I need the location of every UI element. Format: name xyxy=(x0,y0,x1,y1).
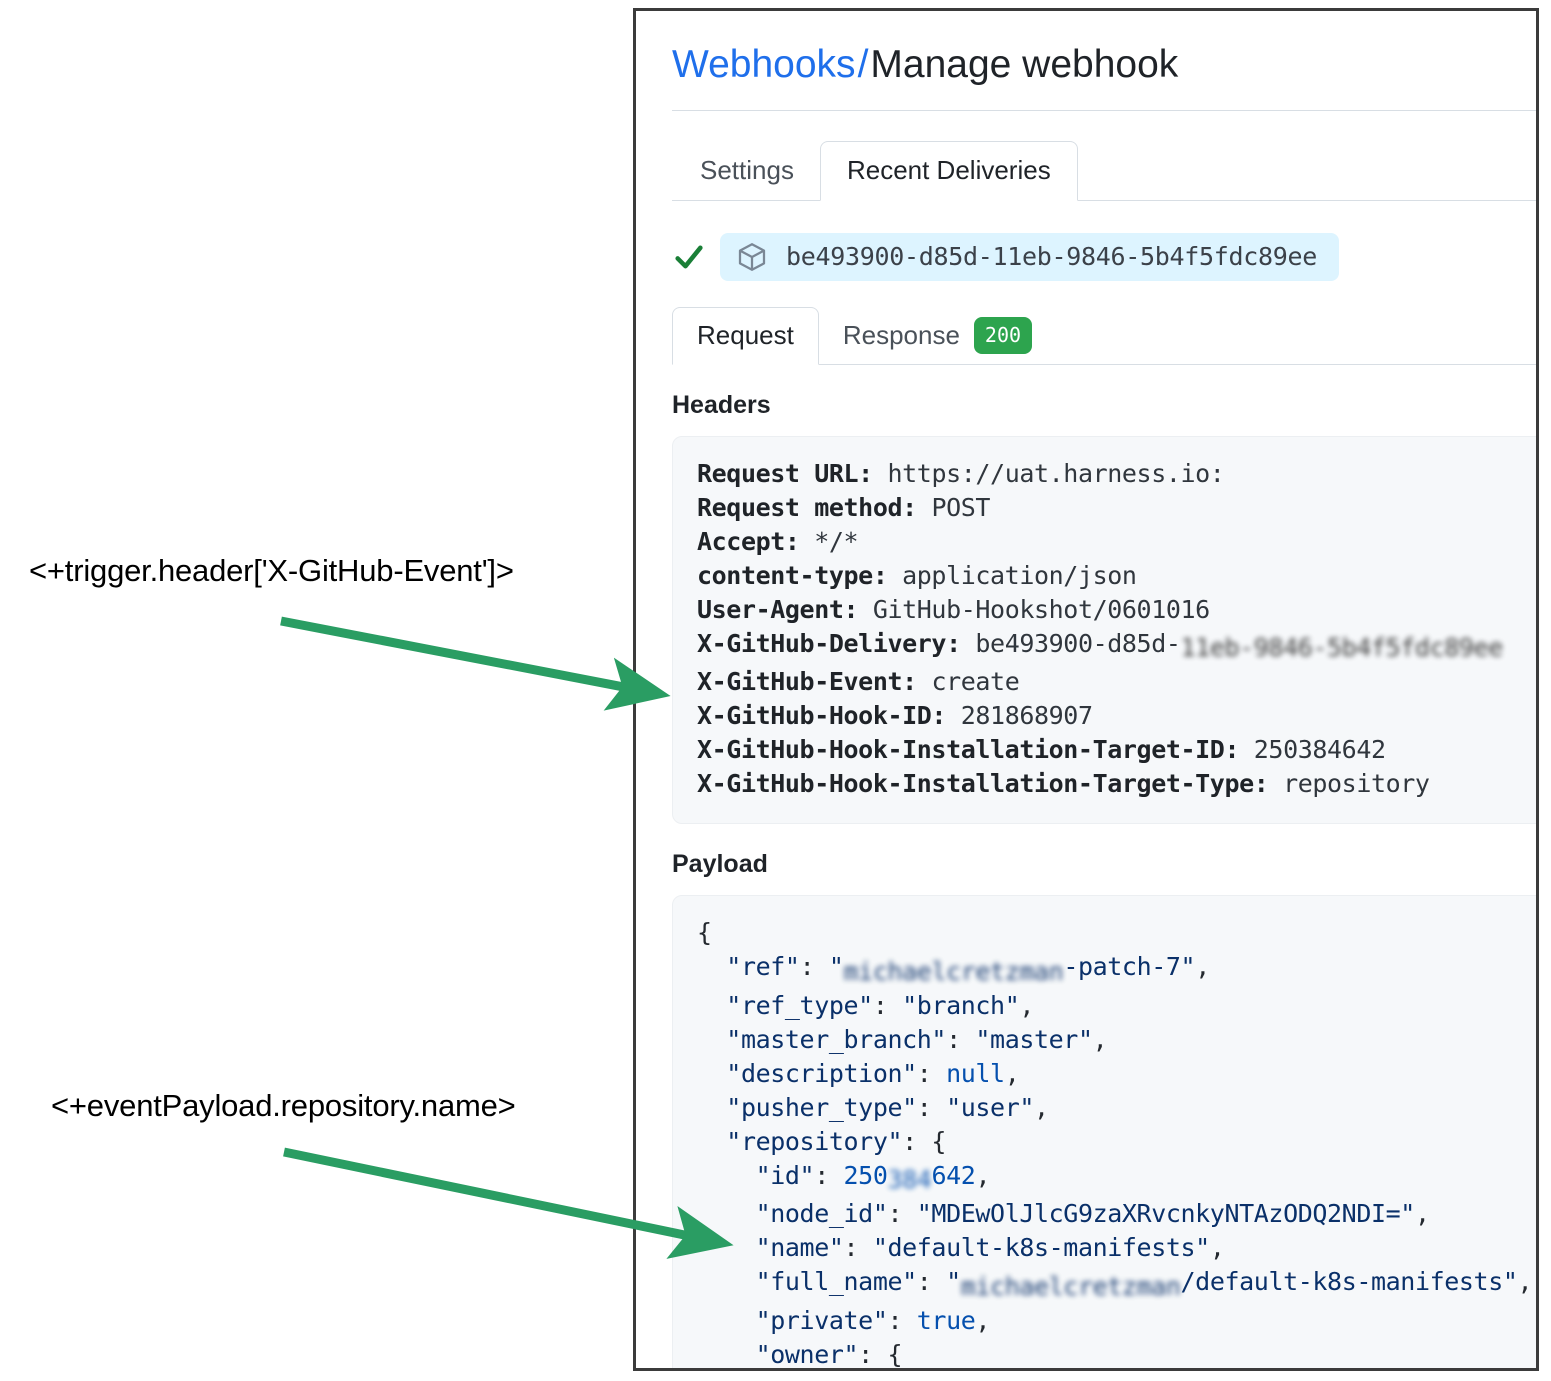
delivery-id-pill[interactable]: be493900-d85d-11eb-9846-5b4f5fdc89ee xyxy=(720,232,1340,281)
page-title: Manage webhook xyxy=(870,43,1179,86)
redacted-delivery-guid: 11eb-9846-5b4f5fdc89ee xyxy=(1180,633,1504,663)
subtab-request-label: Request xyxy=(697,320,794,351)
tabs-underline xyxy=(672,199,1536,201)
header-row-target-id: X-GitHub-Hook-Installation-Target-ID: 25… xyxy=(697,735,1386,765)
breadcrumb-separator: / xyxy=(857,43,869,86)
headers-heading: Headers xyxy=(672,390,771,419)
header-row-target-type: X-GitHub-Hook-Installation-Target-Type: … xyxy=(697,769,1430,799)
package-icon xyxy=(736,241,768,273)
breadcrumb: Webhooks/Manage webhook xyxy=(672,41,1536,90)
payload-line-repository: "repository": { xyxy=(697,1126,947,1156)
payload-code-box: { "ref": "michaelcretzman-patch-7", "ref… xyxy=(672,895,1536,1369)
payload-line-private: "private": true, xyxy=(697,1305,991,1335)
tab-settings[interactable]: Settings xyxy=(700,155,794,186)
tab-recent-deliveries[interactable]: Recent Deliveries xyxy=(819,140,1078,201)
subtab-request[interactable]: Request xyxy=(672,306,819,365)
payload-line-ref-type: "ref_type": "branch", xyxy=(697,990,1035,1020)
header-row-user-agent: User-Agent: GitHub-Hookshot/0601016 xyxy=(697,594,1210,624)
payload-line-full-name: "full_name": "michaelcretzman/default-k8… xyxy=(697,1265,1536,1304)
subtab-response-label: Response xyxy=(842,320,960,351)
webhook-tabs: Settings Recent Deliveries xyxy=(672,140,1536,201)
payload-line-node-id: "node_id": "MDEwOlJlcG9zaXRvcnkyNTAzODQ2… xyxy=(697,1199,1430,1229)
annotation-label-trigger-header: <+trigger.header['X-GitHub-Event']> xyxy=(29,553,514,588)
header-row-accept: Accept: */* xyxy=(697,526,859,556)
payload-line-ref: "ref": "michaelcretzman-patch-7", xyxy=(697,950,1536,989)
delivery-row[interactable]: be493900-d85d-11eb-9846-5b4f5fdc89ee xyxy=(672,232,1536,281)
header-row-request-url: Request URL: https://uat.harness.io: xyxy=(697,458,1225,488)
breadcrumb-divider xyxy=(672,109,1536,111)
payload-line-pusher-type: "pusher_type": "user", xyxy=(697,1092,1049,1122)
x-github-event-header-row: X-GitHub-Event: create xyxy=(697,667,1020,697)
header-row-content-type: content-type: application/json xyxy=(697,560,1137,590)
subtabs-underline xyxy=(672,363,1536,365)
delivery-subtabs: Request Response 200 xyxy=(672,306,1536,365)
webhook-delivery-panel: Webhooks/Manage webhook Settings Recent … xyxy=(633,8,1539,1371)
header-row-request-method: Request method: POST xyxy=(697,492,991,522)
delivery-guid: be493900-d85d-11eb-9846-5b4f5fdc89ee xyxy=(786,242,1318,272)
status-badge: 200 xyxy=(973,317,1033,355)
payload-heading: Payload xyxy=(672,850,768,879)
header-row-x-github-hook-id: X-GitHub-Hook-ID: 281868907 xyxy=(697,701,1093,731)
headers-code-box: Request URL: https://uat.harness.io: Req… xyxy=(672,435,1536,825)
subtab-response[interactable]: Response 200 xyxy=(819,307,1056,365)
payload-line-open-brace: { xyxy=(697,918,712,948)
redacted-full-name-user: michaelcretzman xyxy=(960,1271,1181,1301)
breadcrumb-link-webhooks[interactable]: Webhooks xyxy=(672,43,856,86)
payload-line-master-branch: "master_branch": "master", xyxy=(697,1024,1108,1054)
redacted-repo-id: 384 xyxy=(887,1165,932,1195)
redacted-ref-user: michaelcretzman xyxy=(843,956,1064,986)
payload-line-owner: "owner": { xyxy=(697,1339,903,1369)
annotation-arrow-trigger-header xyxy=(280,616,671,711)
check-icon xyxy=(672,240,706,274)
payload-repository-name-row: "name": "default-k8s-manifests", xyxy=(697,1233,1225,1263)
payload-line-description: "description": null, xyxy=(697,1058,1020,1088)
header-row-x-github-delivery: X-GitHub-Delivery: be493900-d85d-11eb-98… xyxy=(697,627,1536,666)
payload-line-id: "id": 250384642, xyxy=(697,1159,1536,1198)
annotation-label-event-payload: <+eventPayload.repository.name> xyxy=(51,1088,516,1123)
